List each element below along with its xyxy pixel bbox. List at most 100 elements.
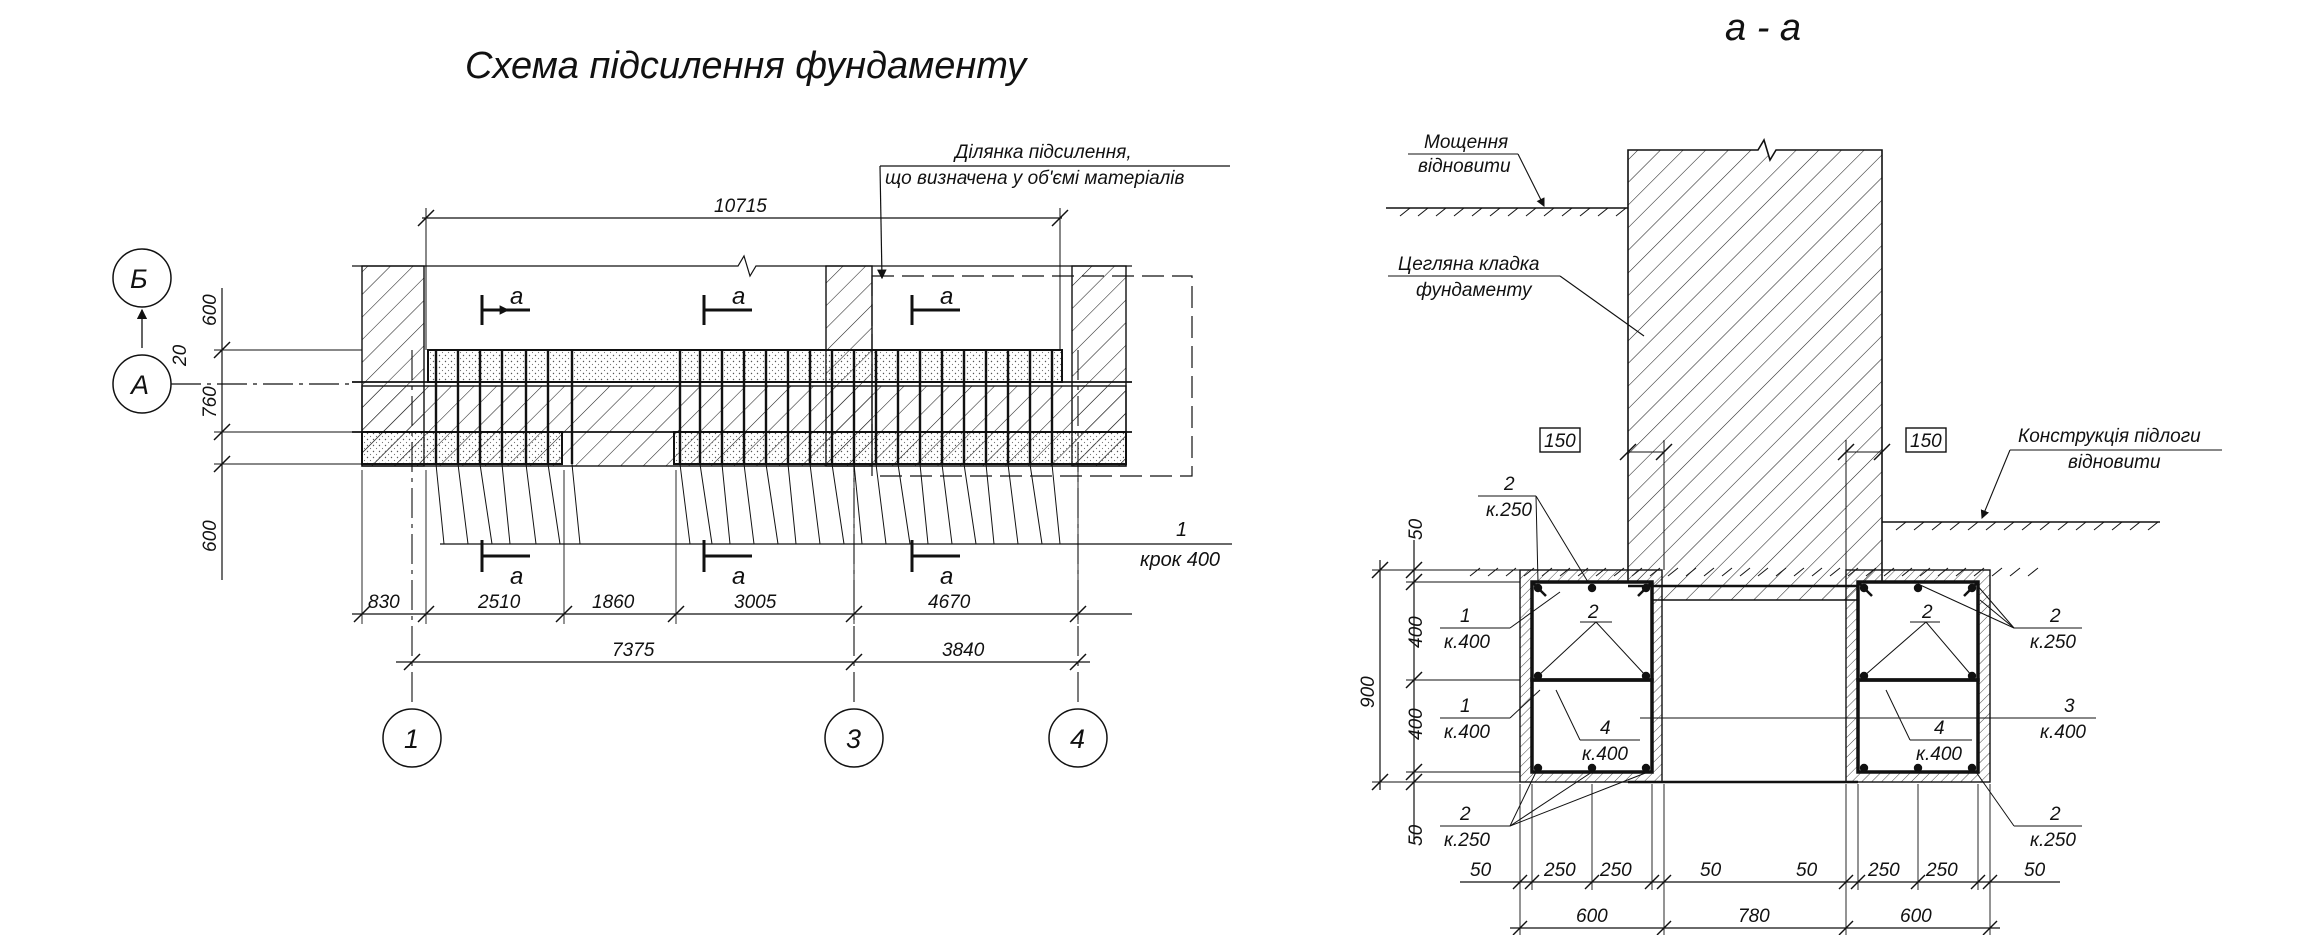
callout-pos: 2 [2049,804,2061,825]
ground-hatch [1931,521,1943,531]
ground-hatch [2129,521,2141,531]
rebar-dot [1587,583,1597,593]
ground-hatch [1775,567,1787,577]
box-150-right: 150 [1910,431,1942,452]
rebar-anchor [501,463,511,545]
callout-pos: 2 [1503,474,1515,495]
rebar-anchor [831,463,845,545]
hdim: 50 [1796,860,1818,881]
hdim: 780 [1738,906,1770,927]
seg-dim: 4670 [928,592,971,613]
hdim: 600 [1576,906,1608,927]
rebar-anchor [571,463,581,545]
callout-pos: 2 [1921,602,1933,623]
ground-hatch [2057,521,2069,531]
hdim: 250 [1867,860,1900,881]
section-mark-a: а [510,563,523,590]
callout-step: к.400 [1582,744,1628,765]
plan-axis-dims: 7375 3840 [396,640,1090,671]
grid-axes-letters: Б А [112,248,352,414]
callout-pos: 2 [2049,606,2061,627]
ground-hatch [1829,567,1841,577]
ground-hatch [1793,567,1805,577]
rebar-anchor [941,463,953,545]
ground-hatch [1703,567,1715,577]
paving-label: Мощення відновити [1408,132,1545,207]
callout-pos: 1 [1460,696,1471,717]
ground-hatch [1543,207,1555,217]
rebar-dot [1859,763,1869,773]
ground-hatch [2027,567,2039,577]
dim-150-boxes: 150 150 [1539,427,1947,570]
rebar-anchor [547,463,561,545]
callout-step: к.250 [2030,830,2076,851]
hdim: 50 [1700,860,1722,881]
rebar-dot [1533,763,1543,773]
rebar-anchor [897,463,911,545]
ground-hatch [2009,567,2021,577]
ground-hatch [1471,207,1483,217]
vdim-20: 20 [170,344,191,367]
concrete-beam-lower-right [673,431,1127,465]
section-mark-a: а [732,563,745,590]
masonry-wall [1627,138,1883,601]
callout-step: к.250 [1444,830,1490,851]
vdim-400-lower: 400 [1406,708,1427,740]
rebar-anchor [765,463,779,545]
vdim-600-bottom: 600 [200,520,221,552]
paving-label-1: Мощення [1424,132,1508,153]
rebar-anchor [457,463,469,545]
vdim-50-top: 50 [1406,518,1427,540]
section-marks-bottom: а а а [480,540,960,590]
plan-title: Схема підсилення фундаменту [465,45,1028,87]
axis-1-label: 1 [404,724,419,754]
bar-step: крок 400 [1140,549,1220,571]
section-horizontal-dims: 50 250 250 50 50 250 250 50 600 780 600 [1460,784,2060,935]
callout-pos: 4 [1934,718,1945,739]
rebar-dots [1533,583,1977,773]
ground-hatch [1489,207,1501,217]
seg-dim: 3005 [734,592,777,613]
plan-vertical-dims: 600 20 760 600 [170,288,362,580]
axis-a-label: А [129,370,149,400]
ground-hatch [2147,521,2159,531]
concrete-beam-lower-left [361,431,563,465]
ground-hatch [1561,207,1573,217]
box-150-left: 150 [1544,431,1576,452]
rebar-anchor [1051,463,1061,545]
grid-axes-numbers: 1 3 4 [382,350,1108,768]
callout-pos: 2 [1459,804,1471,825]
section-marks-top: а а а [480,283,960,325]
ground-hatch [2093,521,2105,531]
ground-hatch [1525,207,1537,217]
rebar-anchor [875,463,887,545]
seg-dim: 2510 [477,592,521,613]
rebar-anchor [699,463,713,545]
callout-step: к.400 [1444,722,1490,743]
ground-hatch [1435,207,1447,217]
hdim: 250 [1543,860,1576,881]
ground-hatch [1967,521,1979,531]
rebar-anchor [721,463,731,545]
axis-dim: 3840 [942,640,985,661]
callout-pos: 4 [1600,718,1611,739]
section-mark-a: а [510,283,523,310]
callout-step: к.400 [1916,744,1962,765]
section-view: а - а Мощення відновити [1358,7,2222,935]
ground-hatch [2021,521,2033,531]
rebar-dot [1967,763,1977,773]
section-mark-a: а [940,283,953,310]
callout-step: к.250 [1486,500,1532,521]
rebar-anchor [787,463,797,545]
rebar-dot [1587,763,1597,773]
rebar-dot [1913,583,1923,593]
masonry-label-2: фундаменту [1416,280,1533,301]
callout-step: к.400 [2040,722,2086,743]
seg-dim: 830 [368,592,400,613]
rebar-dot [1913,763,1923,773]
rebar-anchor [1029,463,1043,545]
ground-hatch [2039,521,2051,531]
rebar-anchor [743,463,755,545]
rebar-dot [1641,583,1651,593]
